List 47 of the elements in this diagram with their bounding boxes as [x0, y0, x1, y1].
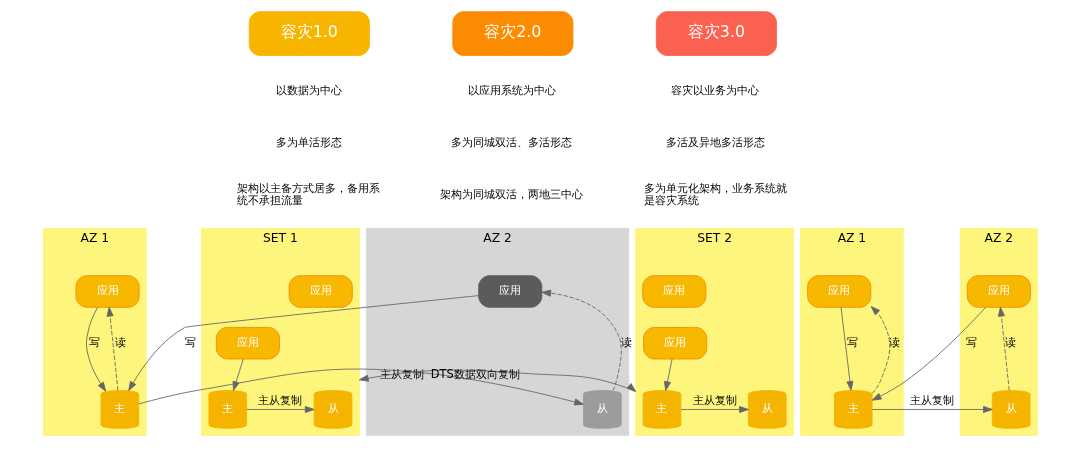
edge-label: 主从复制	[379, 366, 424, 381]
edge-label: 读	[1004, 335, 1016, 350]
arrow	[106, 306, 118, 391]
label: 多为同城双活、多活形态	[450, 135, 572, 150]
node-box: 应用	[215, 327, 280, 360]
label: 容灾以业务为中心	[670, 83, 759, 98]
node-box: 容灾3.0	[655, 11, 777, 56]
node-box: 应用	[477, 275, 542, 308]
arrow	[540, 289, 622, 392]
label: 架构为同城双活，两地三中心	[439, 186, 583, 201]
node-box: 容灾2.0	[451, 11, 573, 56]
arrow	[245, 405, 315, 413]
edge-label: 写	[846, 335, 858, 350]
arrow	[871, 307, 986, 401]
node-box: 应用	[75, 275, 140, 308]
arrow	[232, 358, 244, 391]
arrow	[127, 295, 479, 391]
arrow	[680, 405, 749, 413]
arrow	[997, 306, 1010, 391]
edge-label: 读	[114, 335, 126, 350]
arrow	[840, 306, 853, 391]
label: 多为单元化架构，业务系统就是容灾系统	[643, 180, 787, 208]
edge-label: 主从复制	[909, 392, 954, 407]
node-box: 应用	[966, 275, 1031, 308]
label: 架构以主备方式居多，备用系统不承担流量	[236, 180, 380, 208]
edge-label: 写	[88, 335, 100, 350]
arrow	[870, 306, 890, 394]
node-box: 容灾1.0	[248, 11, 370, 56]
edge-label: 读	[620, 335, 632, 350]
node-box: 应用	[642, 327, 707, 360]
arrow	[137, 368, 584, 406]
edge-label: 写	[965, 335, 977, 350]
edge-label: 读	[888, 335, 900, 350]
node-box: 应用	[288, 275, 353, 308]
edge-label: 写	[184, 335, 196, 350]
arrow	[871, 405, 993, 413]
node-box: 应用	[806, 275, 871, 308]
label: 以应用系统为中心	[467, 83, 556, 98]
arrow	[663, 358, 673, 391]
edge-label: DTS数据双向复制	[430, 366, 520, 381]
label: 多为单活形态	[275, 135, 342, 150]
label: 以数据为中心	[275, 83, 342, 98]
edge-label: 主从复制	[257, 392, 302, 407]
edge-label: 主从复制	[692, 392, 737, 407]
label: 多活及异地多活形态	[665, 135, 765, 150]
node-box: 应用	[641, 275, 706, 308]
arrow	[85, 307, 106, 392]
